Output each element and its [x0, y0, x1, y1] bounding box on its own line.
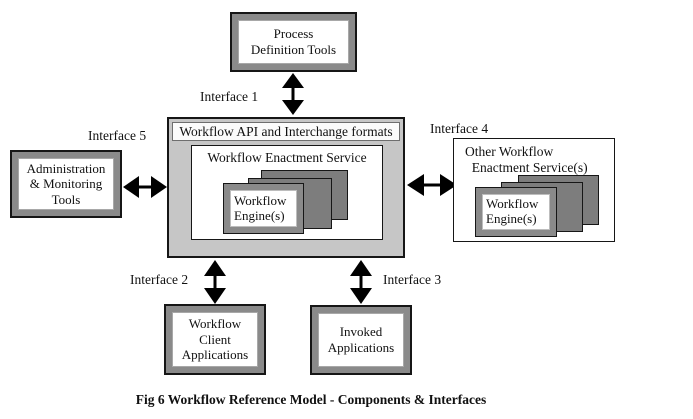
interface-5-label: Interface 5: [88, 128, 147, 143]
other-enactment-service-box: Other Workflow Enactment Service(s) Work…: [453, 138, 615, 242]
process-definition-tools-box: Process Definition Tools: [230, 12, 357, 72]
interface-1-arrow: [280, 73, 306, 115]
interface-3-label: Interface 3: [383, 272, 442, 287]
workflow-api-strip: Workflow API and Interchange formats: [172, 122, 400, 141]
workflow-client-applications-label: Workflow Client Applications: [172, 312, 258, 367]
workflow-api-container: Workflow API and Interchange formats Wor…: [167, 117, 405, 258]
workflow-engines-box: Workflow Engine(s): [223, 183, 304, 234]
interface-5-arrow: [123, 174, 167, 200]
interface-3-arrow: [348, 260, 374, 304]
workflow-enactment-service-box: Workflow Enactment Service Workflow Engi…: [191, 145, 383, 240]
workflow-client-applications-box: Workflow Client Applications: [164, 304, 266, 375]
administration-monitoring-tools-box: Administration & Monitoring Tools: [10, 150, 122, 218]
interface-4-arrow: [407, 172, 457, 198]
interface-1-label: Interface 1: [200, 89, 259, 104]
interface-2-arrow: [202, 260, 228, 304]
other-enactment-service-title: Other Workflow Enactment Service(s): [465, 144, 588, 176]
process-definition-tools-label: Process Definition Tools: [238, 20, 349, 64]
figure-caption: Fig 6 Workflow Reference Model - Compone…: [135, 392, 487, 407]
invoked-applications-box: Invoked Applications: [310, 305, 412, 375]
other-workflow-engines-box: Workflow Engine(s): [475, 187, 557, 237]
invoked-applications-label: Invoked Applications: [318, 313, 404, 367]
interface-2-label: Interface 2: [130, 272, 189, 287]
interface-4-label: Interface 4: [430, 121, 489, 136]
workflow-enactment-service-title: Workflow Enactment Service: [207, 150, 367, 165]
other-workflow-engines-label: Workflow Engine(s): [482, 194, 550, 230]
administration-monitoring-tools-label: Administration & Monitoring Tools: [18, 158, 114, 210]
workflow-engines-label: Workflow Engine(s): [230, 190, 297, 227]
